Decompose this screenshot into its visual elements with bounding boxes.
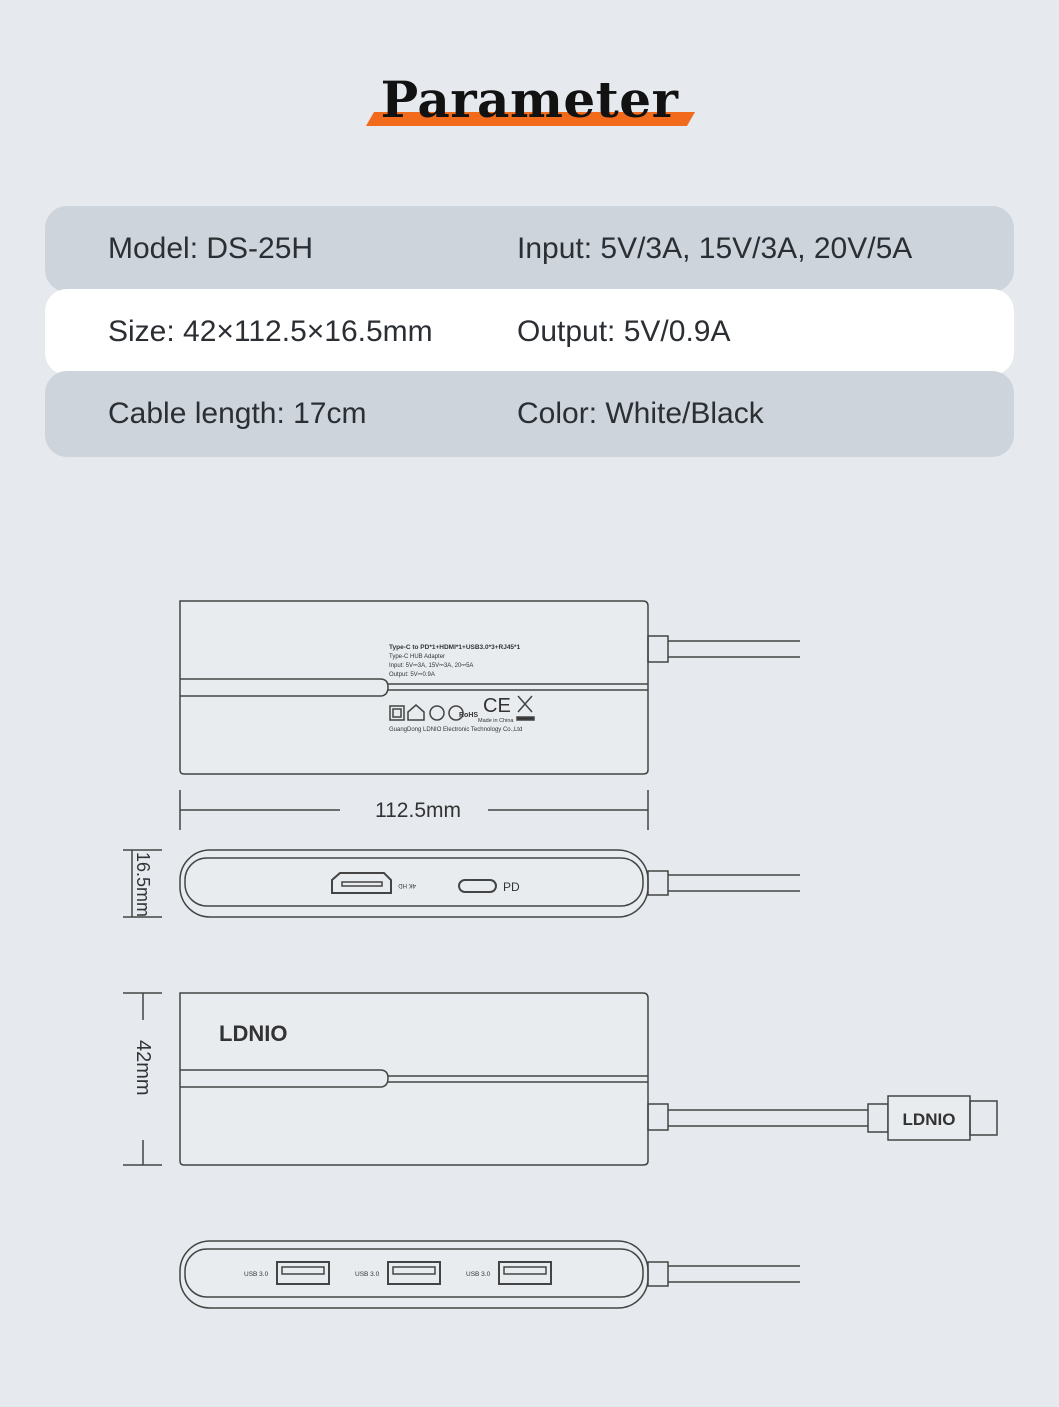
spec-size: Size: 42×112.5×16.5mm — [108, 315, 433, 348]
usb-label: USB 3.0 — [244, 1271, 269, 1278]
page-title: Parameter — [380, 70, 679, 129]
label-line: Input: 5V⎓3A, 15V⎓3A, 20⎓5A — [389, 663, 473, 669]
plug-brand: LDNIO — [903, 1110, 956, 1129]
hub-back-view: Type-C to PD*1+HDMI*1+USB3.0*3+RJ45*1 Ty… — [179, 600, 800, 775]
hub-side-view-usb: USB 3.0 USB 3.0 USB 3.0 — [179, 1240, 800, 1309]
spec-row: Size: 42×112.5×16.5mm Output: 5V/0.9A — [45, 289, 1014, 375]
pd-label: PD — [503, 880, 520, 894]
eco-10-icon — [429, 705, 445, 721]
svg-text:RoHS: RoHS — [459, 712, 478, 719]
usb-a-port — [498, 1261, 552, 1285]
manufacturer: GuangDong LDNIO Electronic Technology Co… — [389, 727, 522, 733]
usb-a-port — [387, 1261, 441, 1285]
ce-mark-icon: CE — [483, 695, 511, 717]
label-line: Type-C HUB Adapter — [389, 654, 445, 660]
spec-row: Cable length: 17cm Color: White/Black — [45, 371, 1014, 457]
made-in-china: Made in China — [478, 718, 514, 724]
spec-row: Model: DS-25H Input: 5V/3A, 15V/3A, 20V/… — [45, 206, 1014, 292]
hdmi-port — [331, 872, 392, 894]
width-dimension: 42mm — [132, 1040, 154, 1096]
brand-logo: LDNIO — [219, 1021, 287, 1046]
usb-c-plug — [887, 1095, 971, 1141]
weee-bin-icon — [517, 695, 533, 713]
usb-label: USB 3.0 — [466, 1271, 491, 1278]
svg-text:112.5mm: 112.5mm — [375, 799, 461, 822]
length-dimension: 112.5mm — [179, 790, 649, 830]
hub-side-view-hdmi: 4K HD PD 16.5mm — [123, 849, 800, 918]
spec-color: Color: White/Black — [517, 397, 764, 430]
indoor-use-icon — [407, 704, 425, 721]
spec-model: Model: DS-25H — [108, 232, 314, 265]
usb-c-port — [458, 879, 497, 893]
double-insulation-icon — [389, 705, 405, 721]
usb-a-port — [276, 1261, 330, 1285]
spec-cable: Cable length: 17cm — [108, 397, 367, 430]
hdmi-label: 4K HD — [398, 882, 416, 888]
hub-front-view: LDNIO LDNIO 42mm — [123, 992, 998, 1166]
usb-label: USB 3.0 — [355, 1271, 380, 1278]
spec-output: Output: 5V/0.9A — [517, 315, 731, 348]
label-line: Type-C to PD*1+HDMI*1+USB3.0*3+RJ45*1 — [389, 644, 521, 651]
rohs-icon — [448, 705, 464, 721]
height-dimension: 16.5mm — [133, 852, 153, 917]
spec-input: Input: 5V/3A, 15V/3A, 20V/5A — [517, 232, 913, 265]
label-line: Output: 5V⎓0.9A — [389, 672, 435, 678]
